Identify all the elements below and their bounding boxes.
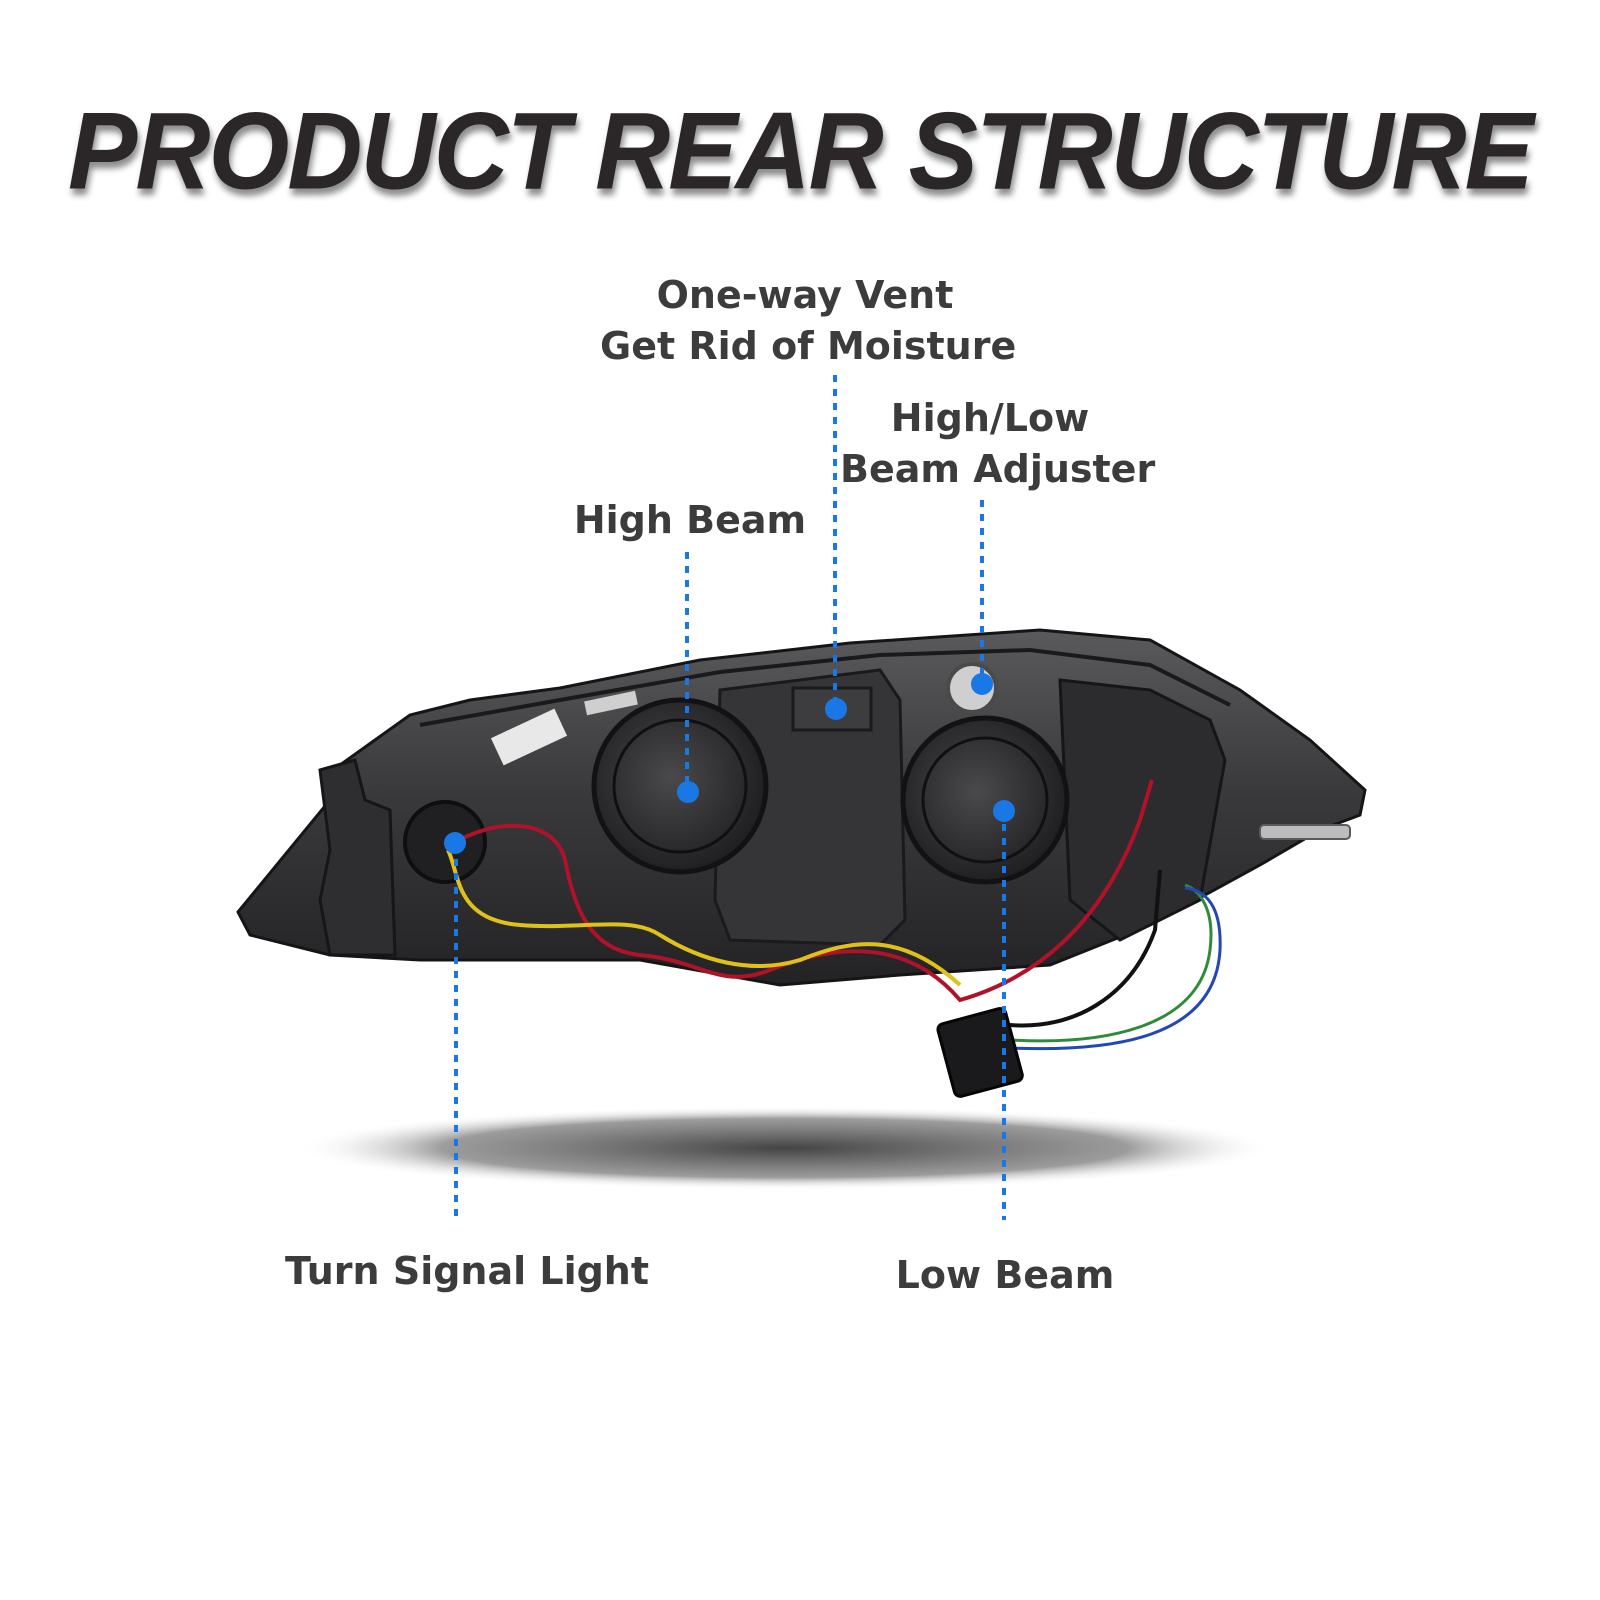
product-label-sticker bbox=[490, 708, 568, 766]
callout-low-beam-label: Low Beam bbox=[895, 1253, 1115, 1297]
low-beam-bulb-cap-ring bbox=[921, 736, 1049, 864]
housing-panel-left bbox=[318, 758, 397, 957]
callout-adjuster-line1: High/Low bbox=[890, 396, 1090, 440]
wire-black bbox=[1009, 869, 1162, 1028]
callout-high-beam: High Beam bbox=[555, 495, 825, 546]
callout-high-beam-label: High Beam bbox=[573, 498, 807, 542]
callout-vent-line2: Get Rid of Moisture bbox=[600, 324, 1017, 368]
callout-low-beam: Low Beam bbox=[885, 1250, 1125, 1301]
product-label-sticker-small bbox=[584, 690, 638, 716]
wiring-connector-plug bbox=[936, 1007, 1024, 1098]
callout-vent-line1: One-way Vent bbox=[656, 273, 954, 317]
housing-ridge-top bbox=[419, 647, 1231, 727]
callout-adjuster-line2: Beam Adjuster bbox=[840, 447, 1156, 491]
high-beam-bulb-cap-ring bbox=[612, 718, 748, 854]
marker-low-beam bbox=[993, 800, 1015, 822]
callout-turn-signal-label: Turn Signal Light bbox=[285, 1249, 650, 1293]
callout-adjuster: High/Low Beam Adjuster bbox=[840, 393, 1156, 495]
wire-blue bbox=[1009, 886, 1222, 1051]
callout-turn-signal: Turn Signal Light bbox=[285, 1246, 650, 1297]
marker-adjuster bbox=[971, 673, 993, 695]
wire-yellow bbox=[446, 849, 962, 987]
callout-vent: One-way Vent Get Rid of Moisture bbox=[600, 270, 1017, 372]
mounting-bolt bbox=[1259, 824, 1351, 840]
page-title: PRODUCT REAR STRUCTURE bbox=[68, 91, 1534, 213]
marker-vent bbox=[825, 698, 847, 720]
marker-high-beam bbox=[677, 781, 699, 803]
wire-green bbox=[1009, 883, 1213, 1043]
marker-turn-signal bbox=[444, 832, 466, 854]
low-beam-bulb-cap bbox=[900, 715, 1070, 885]
wire-red bbox=[448, 779, 1154, 1003]
ground-shadow bbox=[295, 1106, 1275, 1190]
housing-panel-center bbox=[713, 668, 907, 947]
